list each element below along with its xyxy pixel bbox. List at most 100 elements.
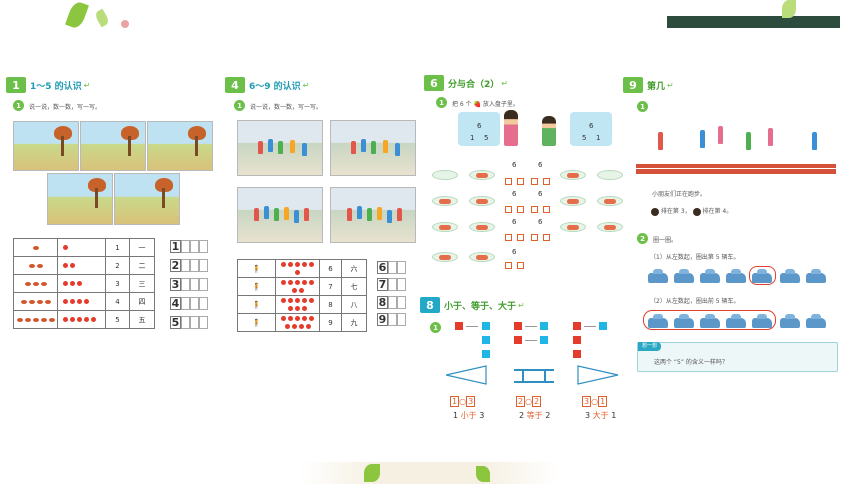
child-face-icon	[692, 207, 701, 216]
plate	[597, 222, 623, 232]
sub-number: 1	[430, 322, 441, 333]
writing-grid: 5	[170, 316, 208, 329]
arrow-icon: ↵	[518, 300, 525, 310]
jump-rope-picture	[330, 120, 416, 176]
running-picture	[636, 118, 836, 182]
plate	[597, 170, 623, 180]
think-tag: 想一想	[638, 342, 662, 351]
compare-caption: 2 等于 2	[519, 411, 551, 420]
compare-boxes: 1○3	[450, 396, 476, 407]
top-decoration	[25, 0, 145, 32]
instruction: 把 6 个 🍓 放入盘子里。	[452, 101, 519, 108]
question-1: （1）从左数起，圈出第 5 辆车。	[650, 254, 740, 261]
sub-number: 1	[13, 100, 24, 111]
writing-grid: 2	[170, 259, 208, 272]
autumn-picture	[80, 121, 146, 171]
writing-grid: 9	[377, 313, 406, 326]
bottom-decoration	[300, 462, 560, 484]
autumn-picture	[47, 173, 113, 225]
sub-number: 1	[436, 97, 447, 108]
leaf-icon	[782, 0, 796, 18]
sub-number: 1	[234, 100, 245, 111]
section-4-header: 4 6～9 的认识 ↵	[225, 77, 309, 93]
section-title: 小于、等于、大于	[444, 301, 517, 312]
circle-highlight	[643, 310, 776, 330]
jump-rope-picture	[330, 187, 416, 243]
sub-number: 1	[637, 101, 648, 112]
arrow-icon: ↵	[667, 80, 674, 90]
rank-line: 排在第 3， 排在第 4。	[651, 206, 732, 216]
instruction: 说一说，数一数，写一写。	[29, 104, 102, 111]
writing-grid: 6	[377, 261, 406, 274]
compare-boxes: 2○2	[516, 396, 542, 407]
running-text: 小朋友们正在跑步。	[652, 191, 707, 198]
plate	[560, 222, 586, 232]
sub-number: 2	[637, 233, 648, 244]
think-box: 想一想 这两个 “5” 的含义一样吗？	[637, 342, 838, 372]
autumn-picture	[147, 121, 213, 171]
question-2: （2）从左数起，圈出前 5 辆车。	[650, 298, 740, 305]
writing-grid: 8	[377, 296, 406, 309]
plate	[432, 222, 458, 232]
plate	[469, 196, 495, 206]
section-1-header: 1 1～5 的认识 ↵	[6, 77, 90, 93]
arrow-icon: ↵	[501, 78, 508, 88]
writing-grid: 1	[170, 240, 208, 253]
flower-icon	[121, 20, 129, 28]
instruction: 说一说，数一数，写一写。	[250, 104, 323, 111]
arrow-icon: ↵	[83, 80, 91, 90]
section-title: 6～9 的认识	[249, 81, 301, 92]
plate	[597, 196, 623, 206]
plate	[432, 252, 458, 262]
boy-figure	[542, 116, 556, 146]
leaf-icon	[364, 464, 380, 482]
circle-highlight	[749, 266, 776, 285]
section-9-header: 9 第几 ↵	[623, 77, 674, 93]
plate	[560, 170, 586, 180]
section-title: 第几	[647, 81, 666, 92]
compare-boxes: 3○1	[582, 396, 608, 407]
seesaw-icon	[446, 365, 487, 385]
split-card-left: 6 1 5	[458, 112, 500, 146]
plate	[432, 196, 458, 206]
jump-rope-picture	[237, 120, 323, 176]
section-number-badge: 4	[225, 77, 245, 93]
child-face-icon	[651, 207, 659, 216]
section-title: 1～5 的认识	[30, 81, 82, 92]
section-number-badge: 6	[424, 75, 444, 91]
leaf-icon	[65, 0, 89, 30]
split-card-right: 6 5 1	[570, 112, 612, 146]
jump-rope-picture	[237, 187, 323, 243]
plate	[432, 170, 458, 180]
writing-grid: 7	[377, 278, 406, 291]
plate	[469, 222, 495, 232]
compare-caption: 1 小于 3	[453, 411, 485, 420]
balance-icon	[514, 369, 554, 383]
plate	[469, 252, 495, 262]
autumn-picture	[13, 121, 79, 171]
section-8-header: 8 小于、等于、大于 ↵	[420, 297, 525, 313]
section-6-header: 6 分与合（2） ↵	[424, 75, 508, 91]
section-number-badge: 8	[420, 297, 440, 313]
plate	[469, 170, 495, 180]
writing-grid: 4	[170, 297, 208, 310]
autumn-picture	[114, 173, 180, 225]
section-number-badge: 9	[623, 77, 643, 93]
girl-figure	[504, 110, 518, 146]
top-right-bar	[667, 16, 840, 28]
writing-grid: 3	[170, 278, 208, 291]
section-number-badge: 1	[6, 77, 26, 93]
leaf-icon	[93, 8, 111, 28]
section-title: 分与合（2）	[448, 79, 500, 90]
question-title: 圈一圈。	[653, 237, 678, 244]
